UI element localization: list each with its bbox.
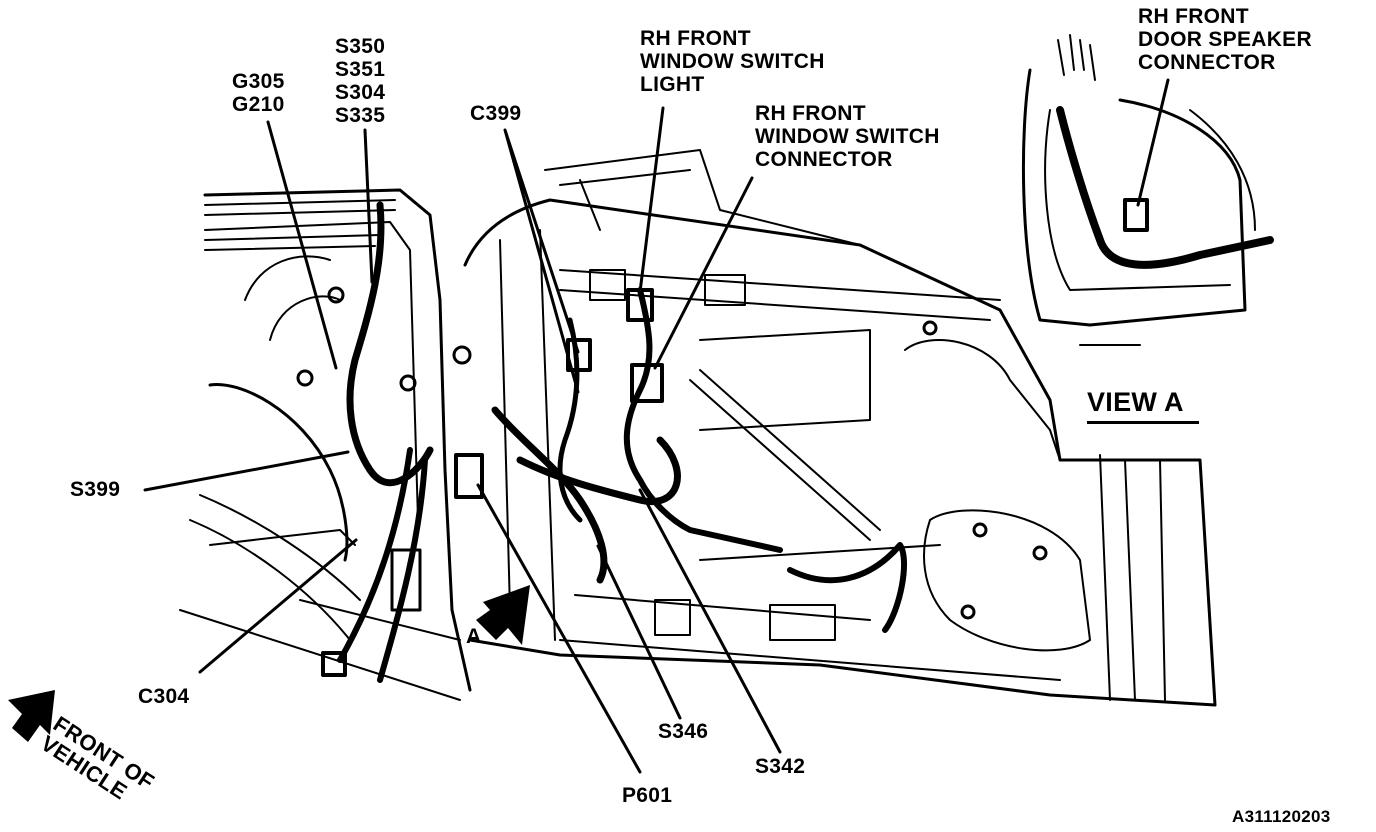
inset-inner [1044,109,1256,346]
label-view-marker-a: A [466,625,482,648]
figure-code: A311120203 [1232,807,1331,826]
door-panel-lower [559,544,1061,681]
bolt-7 [960,604,976,620]
leader-c304 [198,538,358,674]
view-a-underline [1087,421,1199,424]
door-inner-panel [463,198,1217,707]
leader-splices [363,128,374,284]
main-harness [346,201,434,487]
leader-s346 [596,544,682,720]
harness-branch-lower [337,447,428,683]
bolt-2 [296,369,314,387]
bolt-6 [1032,545,1048,561]
front-of-vehicle-arrow [8,690,55,742]
bolt-4 [452,345,472,365]
pillar-inner [204,221,419,521]
door-rect-3 [589,269,746,306]
left-arch [208,382,349,562]
label-c399: C399 [470,102,522,125]
door-rect-2 [769,604,836,641]
sill-lines [179,494,461,701]
lower-pillar [209,529,461,641]
door-strut [689,369,881,541]
leader-s399 [143,450,350,492]
leader-g305 [266,120,338,370]
door-window-line [499,229,556,641]
view-a-arrow [476,585,530,645]
lower-connector [390,548,422,612]
c304-connector [321,651,347,677]
leader-speaker [1136,78,1170,207]
label-s342: S342 [755,755,806,778]
a-pillar [203,188,472,692]
label-p601: P601 [622,784,673,807]
switch-connector [630,363,664,403]
leader-c399 [503,128,580,394]
bolt-5 [972,522,988,538]
pillar-ribs [204,199,396,251]
label-rh-window-switch-connector: RH FRONT WINDOW SWITCH CONNECTOR [755,102,940,171]
leader-s342 [638,488,782,754]
label-view-a: VIEW A [1087,387,1184,417]
label-c304: C304 [138,685,190,708]
door-frame-top [544,149,861,246]
inset-harness [1056,106,1274,269]
bolt-1 [327,286,345,304]
switch-harness [623,287,783,553]
lower-harness [787,542,908,633]
inset-hatch [1057,34,1096,81]
inset-outline [1021,68,1247,327]
bolt-3 [399,374,417,392]
label-rh-door-speaker-connector: RH FRONT DOOR SPEAKER CONNECTOR [1138,5,1312,74]
door-rect-1 [654,599,691,636]
door-cutout-right [904,339,1091,652]
bolt-8 [922,320,938,336]
leader-switch-light [638,106,665,294]
leader-switch-connector [653,176,754,370]
label-rh-window-switch-light: RH FRONT WINDOW SWITCH LIGHT [640,27,825,96]
door-edge-right [1099,454,1166,701]
label-splices-top: S350 S351 S304 S335 [335,35,386,127]
c399-harness [557,317,583,523]
label-s346: S346 [658,720,709,743]
p601-connector [454,453,484,499]
door-horizontal-rail [559,269,1001,431]
speaker-connector [1123,198,1149,232]
leader-p601 [476,483,642,774]
label-g305-g210: G305 G210 [232,70,285,116]
left-body-lines [244,255,341,341]
label-s399: S399 [70,478,121,501]
